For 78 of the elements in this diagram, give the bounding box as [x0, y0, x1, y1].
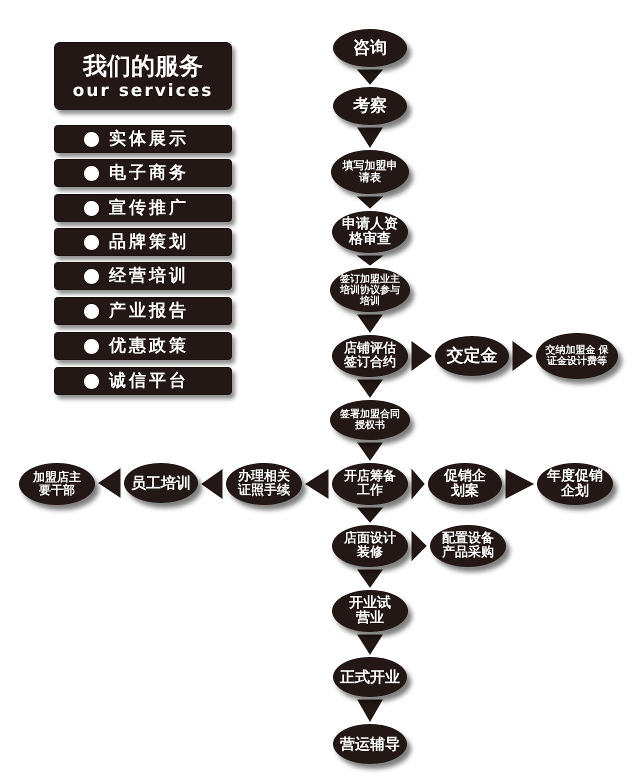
arrow [305, 469, 328, 499]
arrow [357, 700, 383, 722]
service-bar [54, 367, 232, 395]
service-bar [54, 159, 232, 187]
service-bar [54, 297, 232, 325]
step-label: 配置设备产品采购 [441, 532, 495, 560]
service-label: 宣传推广 [109, 200, 189, 216]
service-label: 电子商务 [109, 164, 189, 182]
arrow [356, 256, 384, 266]
step-label: 办理相关证照手续 [236, 470, 291, 498]
arrow [412, 530, 427, 562]
step-ellipse [333, 657, 407, 697]
step-label: 开业试营业 [348, 596, 392, 626]
step-ellipse [333, 724, 407, 764]
step-label: 店铺评估签订合约 [343, 342, 397, 370]
panel-title: 我们的服务 [83, 51, 203, 81]
arrow [412, 341, 432, 371]
arrow [356, 70, 384, 85]
step-label: 开店筹备工作 [343, 470, 397, 498]
step-label: 促销企划案 [442, 468, 487, 500]
arrow [201, 469, 222, 499]
step-ellipse [332, 335, 408, 377]
step-label: 营运辅导 [339, 736, 401, 752]
step-ellipse [428, 463, 502, 505]
arrow [512, 341, 533, 371]
step-ellipse [226, 463, 302, 505]
step-label: 咨询 [352, 38, 388, 58]
step-ellipse [537, 463, 613, 505]
panel-subtitle: our services [72, 81, 214, 101]
step-label: 考察 [352, 96, 388, 116]
step-ellipse [332, 590, 408, 632]
step-ellipse [430, 525, 506, 567]
service-label: 品牌策划 [109, 234, 189, 250]
arrow [357, 442, 383, 461]
step-label: 交定金 [446, 346, 498, 366]
arrow [506, 469, 534, 499]
step-ellipse [332, 463, 408, 505]
service-label: 实体展示 [109, 130, 189, 148]
step-ellipse [333, 29, 407, 67]
service-bar [54, 262, 232, 290]
service-bar [54, 332, 232, 360]
step-ellipse [330, 400, 410, 440]
step-ellipse [536, 333, 618, 379]
header-panel [54, 42, 232, 110]
service-label: 产业报告 [109, 302, 189, 320]
arrow [356, 196, 384, 209]
arrow [357, 570, 383, 588]
step-label: 交纳加盟金 保证金设计费等 [544, 345, 610, 367]
step-label: 年度促销企划 [546, 468, 604, 500]
step-ellipse [19, 463, 95, 505]
arrow [357, 380, 383, 398]
step-label: 填写加盟申请表 [342, 160, 398, 184]
step-label: 申请人资格审查 [341, 216, 399, 248]
step-ellipse [330, 268, 410, 312]
arrow [412, 468, 425, 500]
service-bar [54, 125, 232, 153]
service-label: 优惠政策 [109, 338, 189, 354]
step-label: 签署加盟合同授权书 [339, 409, 401, 431]
step-label: 正式开业 [339, 668, 401, 686]
step-label: 员工培训 [130, 474, 192, 492]
step-label: 加盟店主要干部 [32, 470, 82, 498]
service-label: 经营培训 [109, 268, 189, 284]
step-ellipse [332, 525, 408, 567]
step-ellipse [333, 87, 407, 125]
step-label: 店面设计装修 [343, 532, 397, 560]
arrow [98, 468, 120, 498]
arrow [356, 508, 384, 523]
service-bar [54, 228, 232, 256]
arrow [357, 128, 383, 148]
step-ellipse [124, 463, 198, 503]
step-label: 签订加盟业主培训协议参与培训 [338, 274, 401, 306]
service-label: 诚信平台 [109, 372, 189, 390]
step-ellipse [331, 150, 409, 194]
step-ellipse [332, 211, 408, 253]
arrow [357, 314, 383, 333]
service-bar [54, 194, 232, 222]
arrow [357, 634, 383, 655]
step-ellipse [435, 336, 509, 376]
